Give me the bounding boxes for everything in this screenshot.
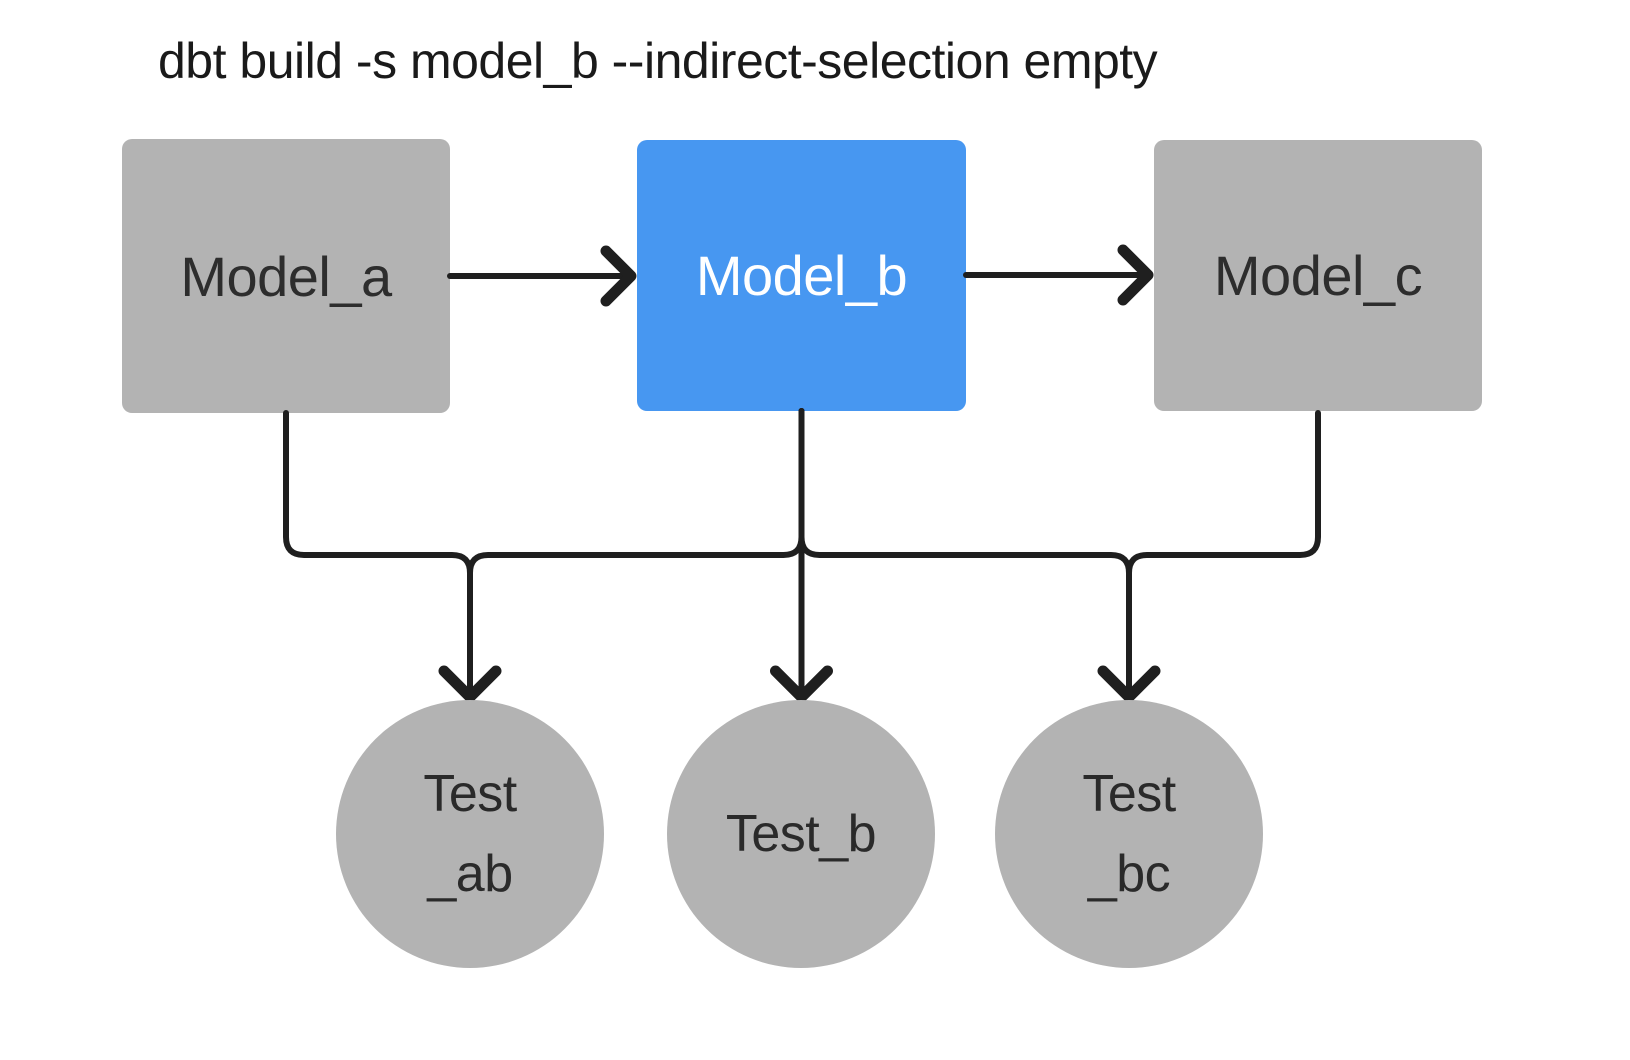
- node-test-bc-label-line1: Test: [1082, 765, 1176, 823]
- node-model-c: Model_c: [1154, 140, 1482, 411]
- edge-model-b-to-test-ab: [467, 408, 805, 693]
- node-test-bc-label-line2: _bc: [1087, 845, 1171, 903]
- arrowhead-test-b-icon: [770, 665, 833, 703]
- node-model-a: Model_a: [122, 139, 450, 413]
- node-test-b: Test_b: [667, 700, 935, 968]
- node-model-a-label: Model_a: [180, 244, 392, 308]
- diagram-title: dbt build -s model_b --indirect-selectio…: [158, 33, 1158, 89]
- node-test-b-label-line1: Test_b: [725, 805, 877, 863]
- edge-model-c-to-test-bc: [1126, 410, 1321, 693]
- edge-model-b-to-test-bc: [798, 408, 1132, 693]
- node-test-bc: Test _bc: [995, 700, 1263, 968]
- node-model-b-label: Model_b: [695, 244, 908, 307]
- node-test-ab-label-line2: _ab: [427, 845, 513, 903]
- arrowhead-model-b-icon: [600, 245, 637, 307]
- arrowhead-model-c-icon: [1117, 244, 1154, 306]
- node-test-ab: Test _ab: [336, 700, 604, 968]
- edge-model-a-to-test-ab: [283, 410, 473, 693]
- node-test-ab-label-line1: Test: [423, 765, 517, 823]
- arrowhead-test-ab-icon: [438, 665, 502, 703]
- node-model-c-label: Model_c: [1213, 244, 1423, 307]
- node-model-b-selected: Model_b: [637, 140, 966, 411]
- arrowhead-test-bc-icon: [1097, 665, 1161, 703]
